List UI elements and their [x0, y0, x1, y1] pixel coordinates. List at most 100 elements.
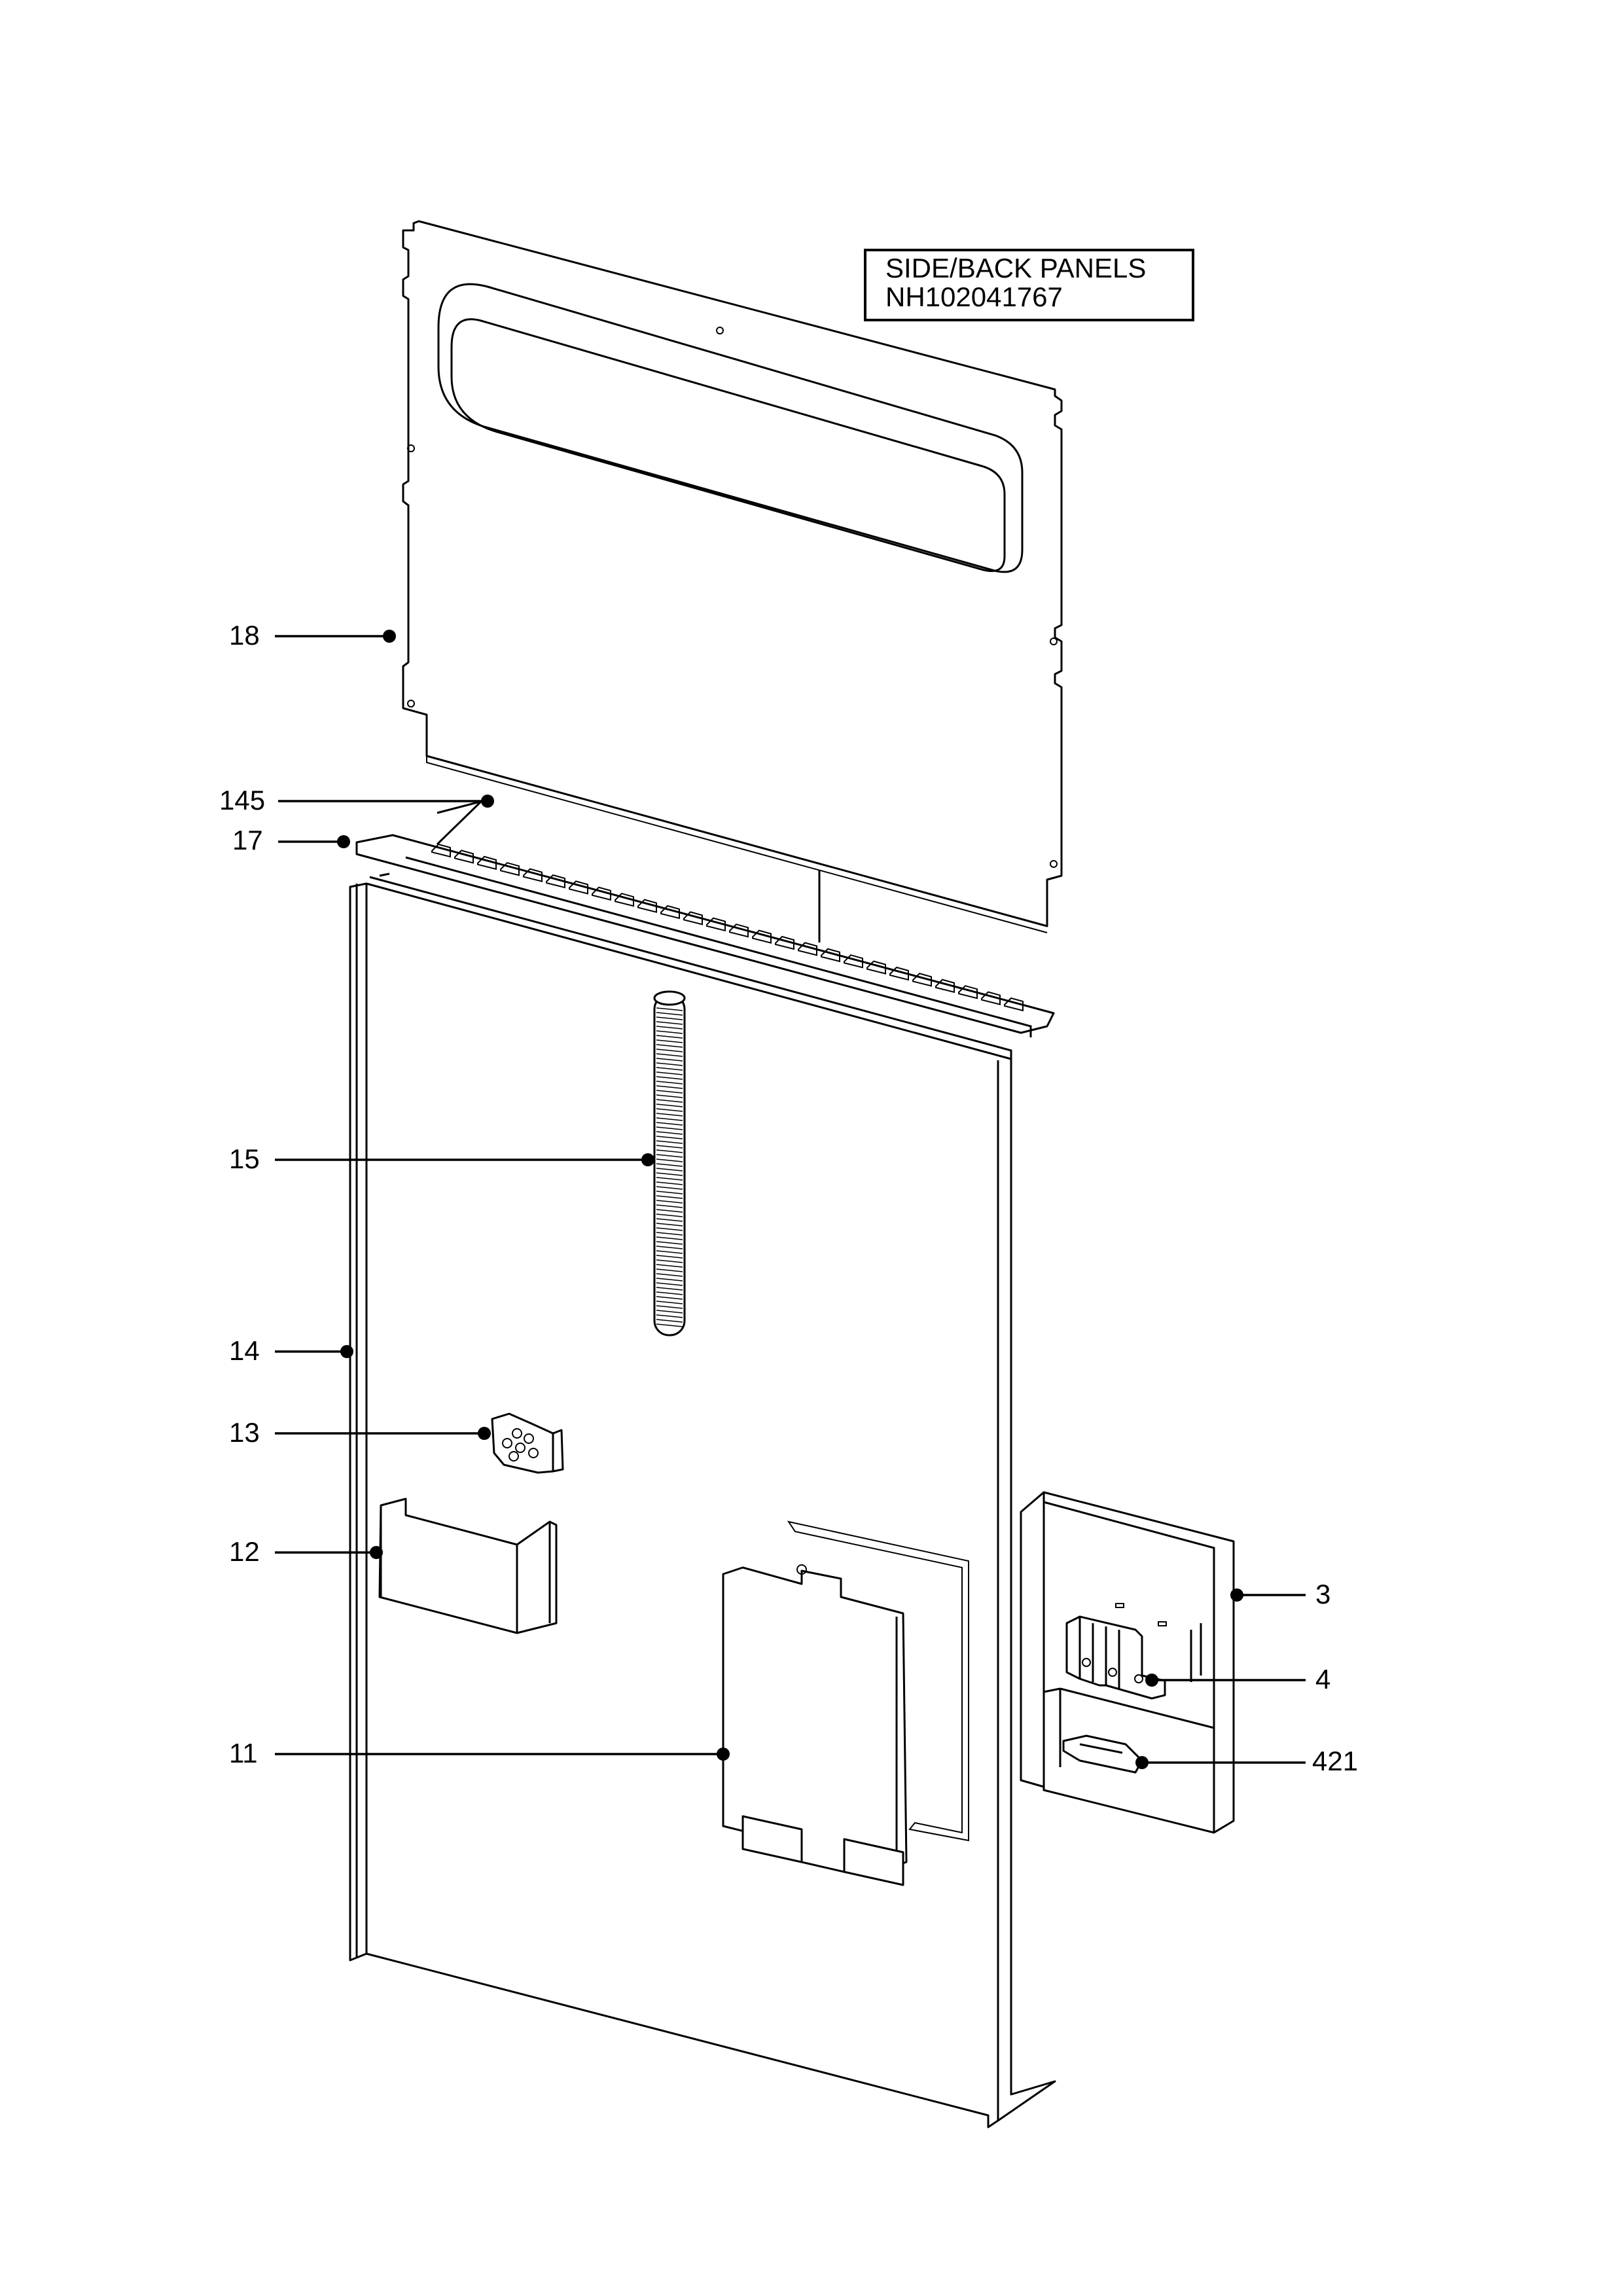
tube-ring	[656, 1049, 683, 1052]
tube-ring	[656, 1287, 683, 1291]
tube-ring	[656, 1117, 683, 1121]
tube-ring	[656, 1053, 683, 1057]
tube-ring	[656, 1007, 683, 1011]
tube-ring	[656, 1012, 683, 1016]
grille-slot	[546, 874, 565, 889]
grille-slot	[592, 886, 611, 901]
callout-18: 18	[229, 620, 396, 651]
grille-slot	[889, 966, 909, 981]
grille-slot	[981, 991, 1001, 1005]
callout-label-13: 13	[229, 1417, 260, 1448]
callouts: 18 145 17 15 14 13	[219, 620, 1358, 1776]
tube-ring	[656, 1108, 683, 1112]
tube-ring	[656, 1044, 683, 1048]
tube-ring	[656, 1168, 683, 1172]
bent-bracket	[378, 1498, 558, 1634]
grille-slot	[935, 978, 955, 994]
tube-ring	[656, 1122, 683, 1126]
callout-label-421: 421	[1312, 1746, 1358, 1776]
grille-slot	[958, 985, 978, 999]
tube-ring	[656, 1081, 683, 1085]
callout-17: 17	[232, 825, 350, 855]
tube-ring	[656, 1035, 683, 1039]
callout-15: 15	[229, 1143, 654, 1174]
tube-ring	[656, 1177, 683, 1181]
grille-slot	[775, 935, 794, 950]
callout-13: 13	[229, 1417, 491, 1448]
tube-ring	[656, 1062, 683, 1066]
callout-label-145: 145	[219, 785, 265, 816]
vent-grille-rail	[355, 834, 1055, 1037]
tube-ring	[656, 1154, 683, 1158]
tube-ring	[656, 1310, 683, 1314]
tube-ring	[656, 1273, 683, 1277]
control-box-cover	[722, 1520, 969, 1886]
grille-slot	[706, 917, 726, 932]
tube-ring	[656, 1021, 683, 1025]
grille-slot	[1004, 997, 1024, 1012]
tube-ring	[656, 1145, 683, 1149]
tube-ring	[656, 1085, 683, 1089]
terminal-block	[1065, 1615, 1166, 1700]
tube-ring	[656, 1246, 683, 1249]
small-bracket	[491, 1412, 564, 1474]
tube-ring	[656, 1094, 683, 1098]
tube-ring	[656, 1071, 683, 1075]
tube-ring	[656, 1213, 683, 1217]
tube-ring	[656, 1016, 683, 1020]
tube-ring	[656, 1282, 683, 1286]
tube-ring	[656, 1126, 683, 1130]
callout-label-15: 15	[229, 1143, 260, 1174]
grille-slot	[866, 960, 886, 975]
title-line-1: SIDE/BACK PANELS	[885, 253, 1146, 283]
top-back-panel	[402, 220, 1063, 933]
tube-ring	[656, 1278, 683, 1282]
grille-slot	[477, 855, 497, 870]
tube-ring	[656, 1209, 683, 1213]
tube-ring	[656, 1039, 683, 1043]
grille-slot	[683, 911, 703, 925]
tube-ring	[656, 1136, 683, 1139]
tube-ring	[656, 1090, 683, 1094]
insulation-tube	[653, 990, 686, 1336]
callout-4: 4	[1145, 1664, 1330, 1695]
tube-ring	[656, 1103, 683, 1107]
callout-12: 12	[229, 1536, 383, 1567]
top-strip	[436, 794, 489, 846]
tube-ring	[656, 1163, 683, 1167]
grille-slot	[569, 880, 588, 895]
tube-ring	[656, 1131, 683, 1135]
tube-ring	[656, 1300, 683, 1304]
tube-ring	[656, 1268, 683, 1272]
grille-slot	[637, 899, 657, 913]
grille-slot	[821, 948, 840, 963]
main-side-panel	[349, 872, 1056, 2128]
callout-14: 14	[229, 1335, 353, 1366]
grille-slot	[844, 954, 863, 969]
grille-slot	[454, 850, 474, 864]
callout-421: 421	[1135, 1746, 1358, 1776]
grille-slot	[912, 973, 932, 987]
callout-label-11: 11	[229, 1738, 258, 1768]
tube-ring	[656, 1099, 683, 1103]
tube-ring	[656, 1223, 683, 1227]
tube-ring	[656, 1250, 683, 1254]
grille-slot	[729, 924, 749, 938]
tube-ring	[656, 1264, 683, 1268]
tube-ring	[656, 1204, 683, 1208]
tube-ring	[656, 1149, 683, 1153]
tube-ring	[656, 1218, 683, 1222]
tube-ring	[656, 1227, 683, 1231]
tube-ring	[656, 1291, 683, 1295]
callout-label-14: 14	[229, 1335, 260, 1366]
tube-ring	[656, 1195, 683, 1199]
callout-label-3: 3	[1315, 1579, 1330, 1609]
grille-slot	[500, 862, 520, 876]
callout-11: 11	[229, 1738, 730, 1768]
tube-ring	[656, 1255, 683, 1259]
tube-ring	[656, 1319, 683, 1323]
tube-ring	[656, 1026, 683, 1030]
tube-ring	[656, 1140, 683, 1144]
tube-ring	[656, 1030, 683, 1034]
